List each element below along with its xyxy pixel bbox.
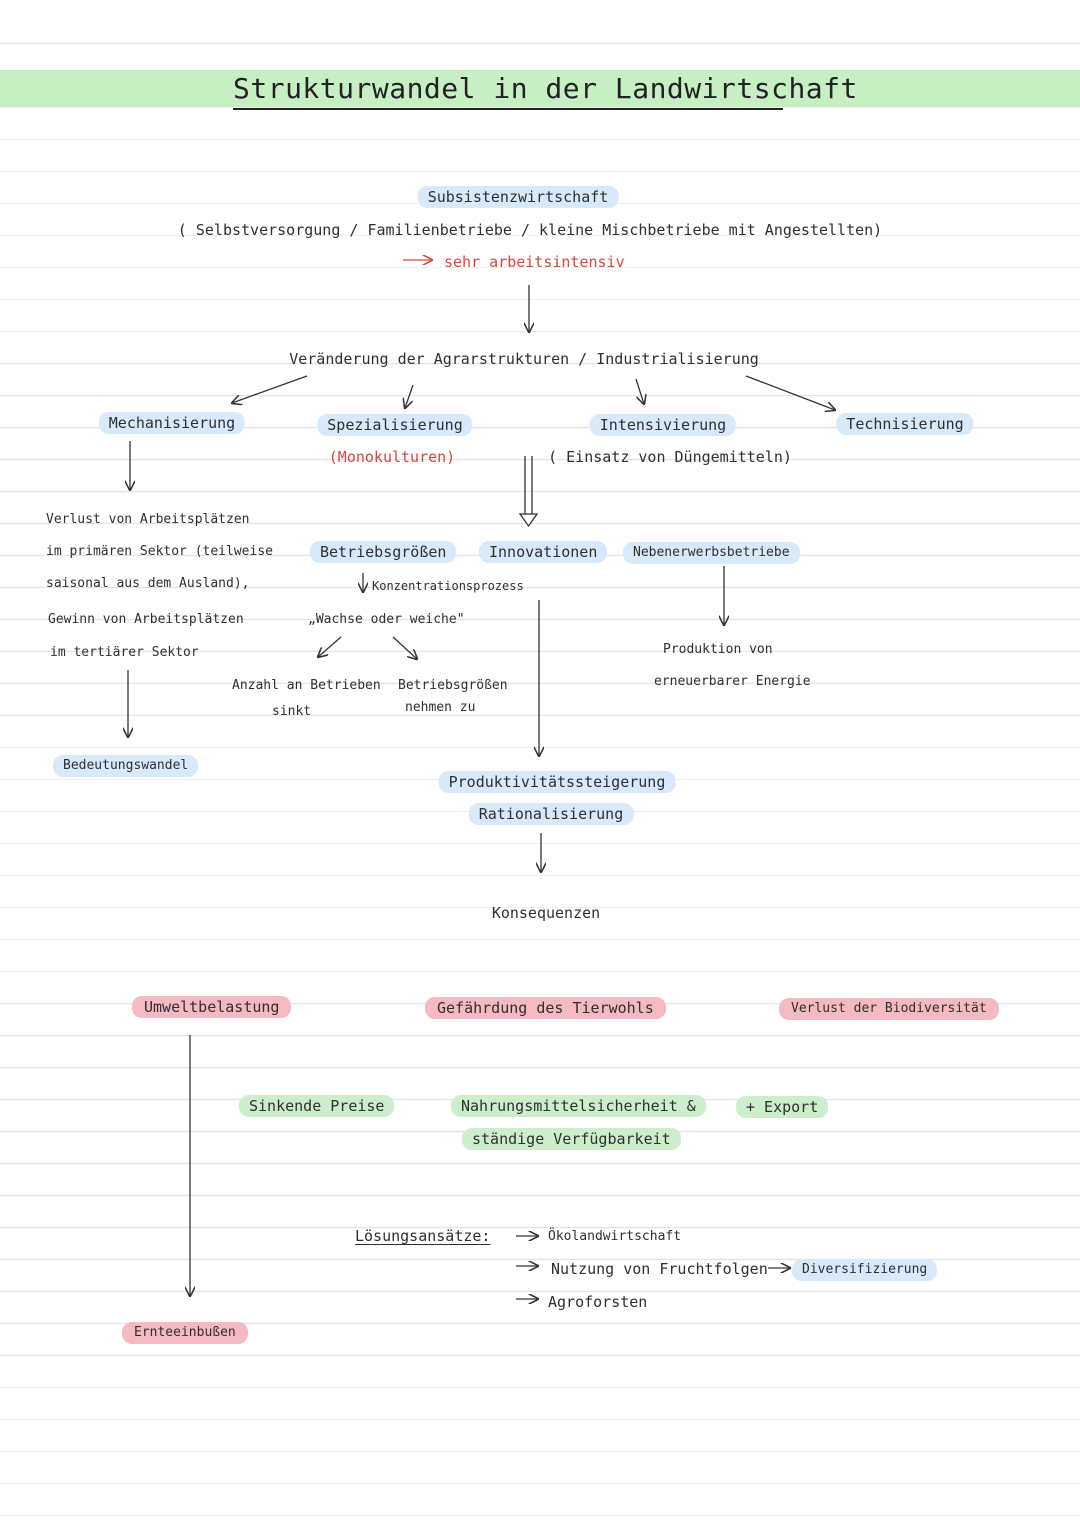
node-technisierung: Technisierung (836, 413, 974, 435)
node-konsequenzen: Konsequenzen (491, 904, 601, 922)
node-rationalisierung: Rationalisierung (468, 803, 634, 825)
produktion-von: Produktion von (663, 642, 773, 657)
node-produktivitaetssteigerung: Produktivitätssteigerung (438, 771, 676, 793)
node-umweltbelastung: Umweltbelastung (132, 996, 292, 1018)
page-title: Strukturwandel in der Landwirtschaft (233, 70, 857, 110)
node-veraenderung-agrarstrukturen: Veränderung der Agrarstrukturen / Indust… (289, 350, 759, 368)
node-betriebsgroessen: Betriebsgrößen (310, 541, 457, 563)
node-duengemittel: ( Einsatz von Düngemitteln) (548, 448, 792, 466)
arrow-to-intensivierung (635, 378, 644, 404)
solution-item: Nutzung von Fruchtfolgen (551, 1260, 768, 1278)
title-highlight (0, 70, 1080, 107)
arrow-anzahl-betriebe (318, 636, 342, 657)
arrow-betriebsgroessen (392, 636, 417, 659)
arrow-to-mechanisierung (232, 375, 308, 403)
erneuerbare-energie: erneuerbarer Energie (654, 674, 811, 689)
node-bedeutungswandel: Bedeutungswandel (53, 755, 199, 777)
anzahl-betriebe-sinkt: sinkt (272, 704, 312, 719)
betriebsgroessen-zu: Betriebsgrößen (398, 678, 508, 693)
anzahl-betriebe: Anzahl an Betrieben (232, 678, 381, 693)
node-subsistenzwirtschaft: Subsistenzwirtschaft (417, 186, 619, 208)
node-monokulturen: (Monokulturen) (328, 448, 456, 466)
betriebsgroessen-nehmen-zu: nehmen zu (405, 700, 476, 715)
node-nebenerwerbsbetriebe: Nebenerwerbsbetriebe (623, 542, 800, 564)
node-gefaehrdung-tierwohl: Gefährdung des Tierwohls (425, 997, 666, 1019)
loesungsansaetze-label: Lösungsansätze: (355, 1227, 491, 1245)
node-export: + Export (736, 1096, 829, 1118)
node-intensivierung: Intensivierung (589, 414, 737, 436)
arrow-to-spezialisierung (405, 384, 414, 408)
mechanisierung-effect-line: saisonal aus dem Ausland), (46, 576, 250, 591)
double-arrow-head (518, 513, 539, 528)
subsistence-detail: ( Selbstversorgung / Familienbetriebe / … (177, 221, 883, 239)
mechanisierung-effect-line: im tertiärer Sektor (50, 645, 199, 660)
node-sinkende-preise: Sinkende Preise (239, 1095, 395, 1117)
node-staendige-verfuegbarkeit: ständige Verfügbarkeit (462, 1128, 681, 1150)
mechanisierung-effect-line: Gewinn von Arbeitsplätzen (48, 612, 244, 627)
mechanisierung-effect-line: Verlust von Arbeitsplätzen (46, 512, 250, 527)
node-diversifizierung: Diversifizierung (792, 1259, 938, 1281)
node-spezialisierung: Spezialisierung (317, 414, 473, 436)
subsistence-note: sehr arbeitsintensiv (444, 253, 625, 271)
node-nahrungsmittelsicherheit: Nahrungsmittelsicherheit & (451, 1095, 706, 1117)
solution-item: Agroforsten (548, 1293, 648, 1311)
konzentrationsprozess: Konzentrationsprozess (372, 579, 524, 593)
node-mechanisierung: Mechanisierung (98, 412, 246, 434)
solution-item: Ökolandwirtschaft (548, 1229, 682, 1244)
mechanisierung-effect-line: im primären Sektor (teilweise (46, 544, 273, 559)
node-verlust-biodiversitaet: Verlust der Biodiversität (779, 998, 999, 1020)
node-ernteeinbussen: Ernteeinbußen (122, 1322, 248, 1344)
wachse-oder-weiche: „Wachse oder weiche" (308, 612, 465, 627)
node-innovationen: Innovationen (479, 541, 608, 563)
arrow-to-technisierung (745, 375, 835, 410)
